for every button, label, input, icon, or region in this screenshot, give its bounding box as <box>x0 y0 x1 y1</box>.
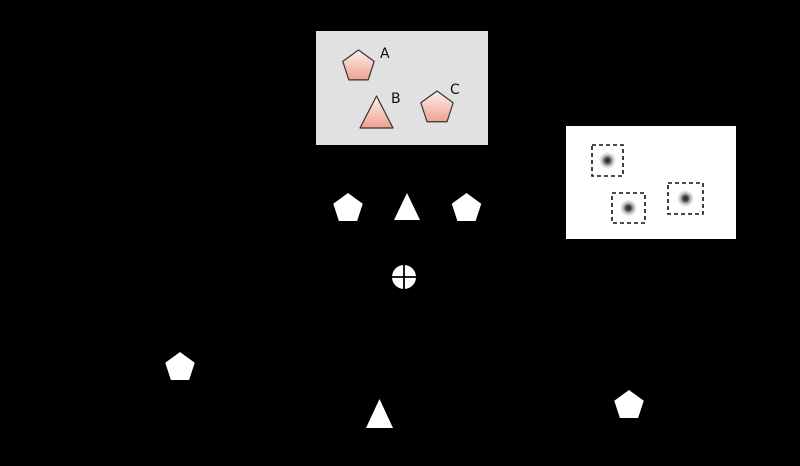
exemplar-shape-b-triangle <box>359 95 394 129</box>
support-panel <box>316 31 488 145</box>
exemplar-shape-c-pentagon <box>420 90 454 123</box>
detection-heat-dot <box>677 190 694 207</box>
result-panel <box>566 126 736 239</box>
query-shape-pentagon <box>451 193 482 222</box>
detection-heat-dot <box>599 152 616 169</box>
query-shape-triangle <box>394 193 420 220</box>
detection-box <box>611 192 646 224</box>
crosshair-marker <box>392 265 416 289</box>
detection-box <box>667 182 704 215</box>
exemplar-label-c: C <box>450 82 460 98</box>
detection-heat-dot <box>620 199 637 217</box>
scene-shape-pentagon <box>614 390 644 419</box>
scene-shape-triangle <box>366 399 393 428</box>
scene-shape-pentagon <box>165 352 195 381</box>
detection-box <box>591 144 624 177</box>
exemplar-label-a: A <box>380 46 390 62</box>
exemplar-label-b: B <box>391 91 401 107</box>
query-shape-pentagon <box>333 193 363 222</box>
exemplar-shape-a-pentagon <box>342 49 375 81</box>
